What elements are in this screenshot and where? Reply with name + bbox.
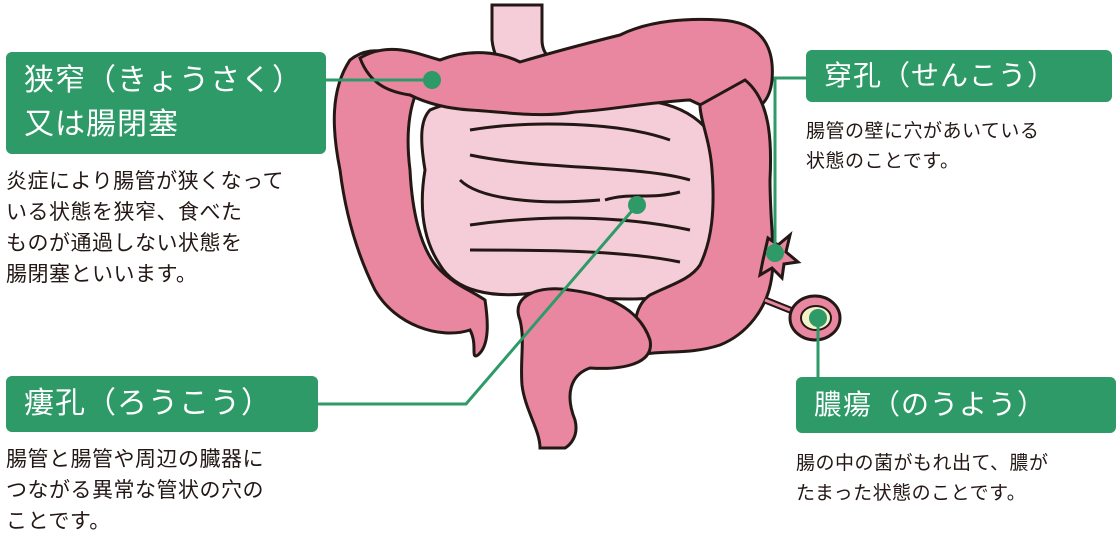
stenosis-desc-line-1: 炎症により腸管が狭くなって [6,169,285,193]
ascending-colon [332,49,489,358]
small-intestine-fold-2 [469,153,691,182]
fistula-leader-line [318,204,639,406]
abscess-title: 膿瘍（のうよう） [814,388,1047,421]
small-intestine-fold-1 [469,122,671,142]
perforation-desc-line-2: 状態のことです。 [806,150,960,172]
stenosis-desc-line-4: 腸閉塞といいます。 [6,262,198,286]
abscess-marker [809,309,827,327]
stenosis-title-line-2: 又は腸閉塞 [24,107,179,142]
fistula-gap [604,190,681,202]
fistula-desc-line-1: 腸管と腸管や周辺の臓器に [6,447,264,471]
fistula-desc-line-3: ことです。 [6,509,111,533]
stenosis-desc-line-2: いる状態を狭窄、食べた [6,200,243,224]
fistula-title: 瘻孔（ろうこう） [24,386,272,421]
perforation-label: 穿孔（せんこう） [806,50,1112,102]
small-intestine-fold-3 [458,178,601,204]
small-intestine-fold-5 [469,248,681,264]
stenosis-description: 炎症により腸管が狭くなって いる状態を狭窄、食べた ものが通過しない状態を 腸閉… [6,166,284,290]
perforation-leader-line [773,76,806,253]
small-intestine [420,94,725,301]
fistula-desc-line-2: つながる異常な管状の穴の [6,478,264,502]
abscess-label: 膿瘍（のうよう） [796,377,1116,433]
stenosis-marker [423,71,441,89]
stenosis-title-line-1: 狭窄（きょうさく） [24,63,303,98]
stenosis-label: 狭窄（きょうさく） 又は腸閉塞 [6,52,326,154]
perforation-desc-line-1: 腸管の壁に穴があいている [806,120,1040,142]
stenosis-desc-line-3: ものが通過しない状態を [6,231,243,255]
abscess-desc-line-2: たまった状態のことです。 [796,482,1027,504]
perforation-title: 穿孔（せんこう） [824,59,1057,92]
perforation-description: 腸管の壁に穴があいている 状態のことです。 [806,116,1039,176]
fistula-marker [628,196,646,214]
fistula-label: 瘻孔（ろうこう） [6,376,318,432]
sigmoid-colon-rectum [516,287,652,450]
small-intestine-fold-4 [469,216,691,232]
perforation-marker [766,244,784,262]
fistula-description: 腸管と腸管や周辺の臓器に つながる異常な管状の穴の ことです。 [6,444,264,537]
abscess-desc-line-1: 腸の中の菌がもれ出て、膿が [796,452,1049,474]
transverse-colon [358,17,774,117]
abscess-description: 腸の中の菌がもれ出て、膿が たまった状態のことです。 [796,448,1049,508]
